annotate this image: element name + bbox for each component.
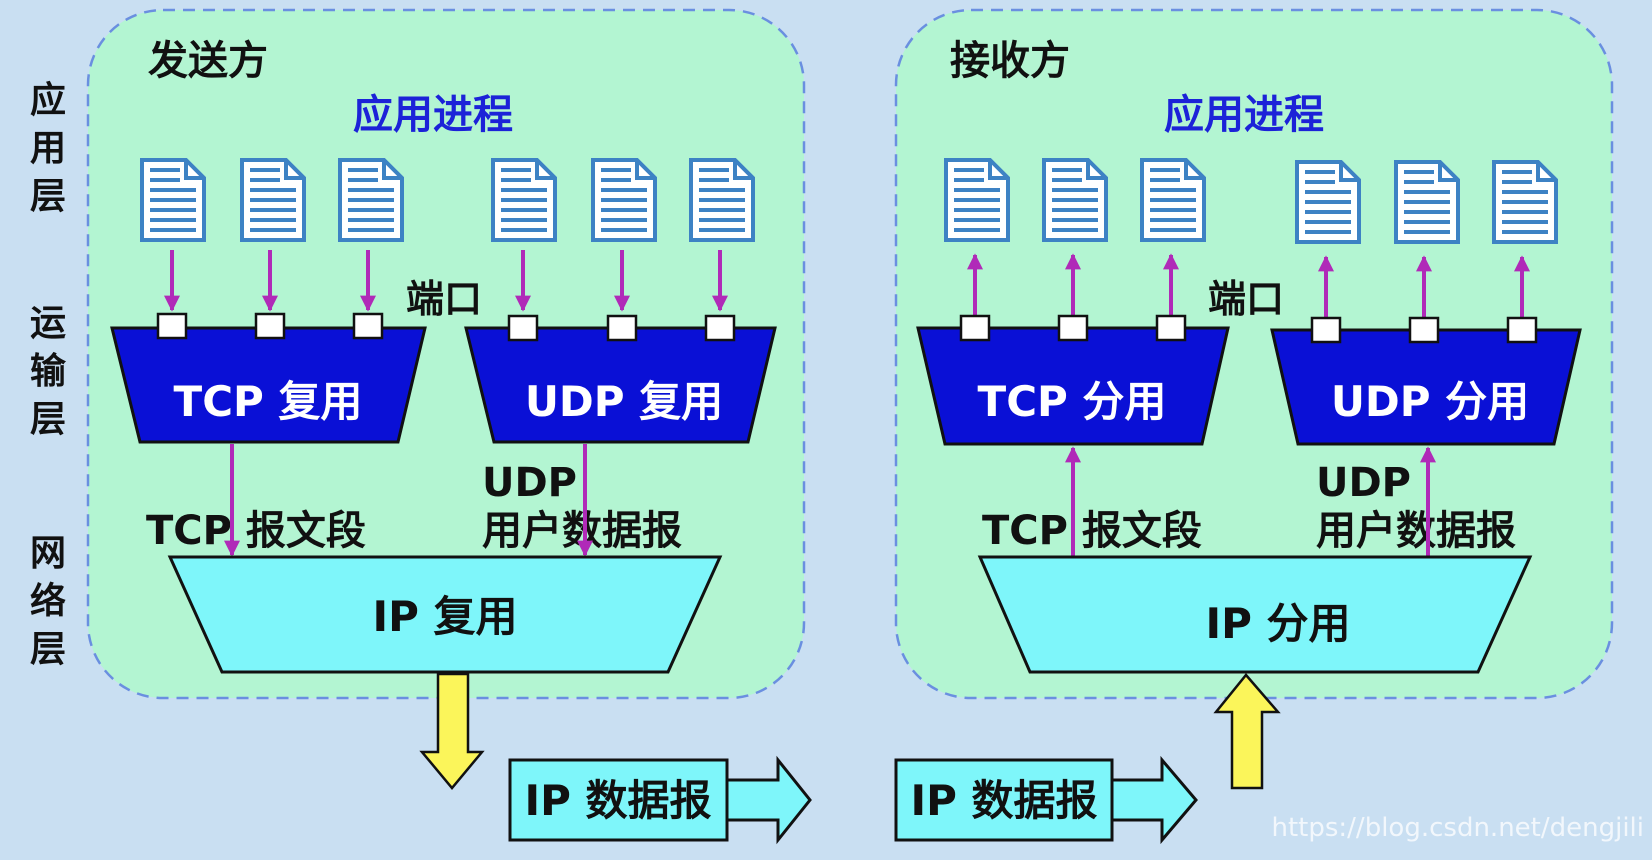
sender-app-process-label: 应用进程 xyxy=(353,92,513,138)
sender-datagram-flow-arrow xyxy=(725,755,812,845)
port-square xyxy=(959,314,991,342)
document-icon xyxy=(1295,160,1361,244)
port-square xyxy=(1057,314,1089,342)
port-square xyxy=(507,314,539,342)
ip-demux-box xyxy=(977,555,1533,674)
port-square xyxy=(1408,316,1440,344)
receiver-panel: 接收方 应用进程 端口 TCP 分用 UDP 分用 xyxy=(894,8,1614,700)
receiver-port-label: 端口 xyxy=(1208,277,1284,321)
udp-mux-box xyxy=(464,326,777,444)
tcp-demux-label: TCP 分用 xyxy=(978,377,1167,426)
layer-network-label: 网络层 xyxy=(30,533,66,670)
receiver-udp-line2: 用户数据报 xyxy=(1316,508,1516,554)
sender-udp-line1: UDP xyxy=(482,460,577,506)
receiver-title: 接收方 xyxy=(950,38,1070,84)
receiver-tcp-segment-label: TCP 报文段 xyxy=(982,508,1202,554)
udp-mux-label: UDP 复用 xyxy=(525,377,723,426)
port-square xyxy=(254,312,286,340)
layer-transport-label: 运输层 xyxy=(30,303,67,440)
ip-output-arrow xyxy=(419,672,485,790)
ip-mux-box xyxy=(167,555,723,674)
port-square xyxy=(352,312,384,340)
udp-demux-label: UDP 分用 xyxy=(1331,377,1529,426)
receiver-datagram-flow-arrow xyxy=(1110,755,1198,845)
document-icon xyxy=(944,158,1010,242)
ip-input-arrow xyxy=(1213,673,1281,790)
sender-panel: 发送方 应用进程 端口 TCP 复用 UDP 复用 xyxy=(86,8,806,700)
sender-title: 发送方 xyxy=(148,38,268,84)
sender-udp-line2: 用户数据报 xyxy=(482,508,682,554)
watermark: https://blog.csdn.net/dengjili xyxy=(1272,813,1645,843)
document-icon xyxy=(1042,158,1108,242)
tcp-mux-label: TCP 复用 xyxy=(174,377,363,426)
layer-application-label: 应用层 xyxy=(30,80,66,217)
receiver-ip-datagram-label: IP 数据报 xyxy=(910,776,1097,825)
port-square xyxy=(704,314,736,342)
document-icon xyxy=(689,158,755,242)
document-icon xyxy=(140,158,206,242)
ip-demux-label: IP 分用 xyxy=(1205,599,1350,648)
port-square xyxy=(1506,316,1538,344)
document-icon xyxy=(1140,158,1206,242)
sender-ip-datagram: IP 数据报 xyxy=(508,755,812,845)
port-square xyxy=(156,312,188,340)
document-icon xyxy=(240,158,306,242)
receiver-app-process-label: 应用进程 xyxy=(1164,92,1324,138)
receiver-ip-datagram: IP 数据报 xyxy=(894,755,1198,845)
port-square xyxy=(606,314,638,342)
sender-port-label: 端口 xyxy=(406,277,482,321)
sender-tcp-segment-label: TCP 报文段 xyxy=(146,508,366,554)
ip-mux-label: IP 复用 xyxy=(372,592,517,641)
document-icon xyxy=(591,158,657,242)
document-icon xyxy=(338,158,404,242)
tcp-mux-box xyxy=(110,326,427,444)
document-icon xyxy=(491,158,557,242)
sender-ip-datagram-label: IP 数据报 xyxy=(524,776,711,825)
receiver-udp-line1: UDP xyxy=(1316,460,1411,506)
document-icon xyxy=(1492,160,1558,244)
port-square xyxy=(1310,316,1342,344)
document-icon xyxy=(1394,160,1460,244)
udp-demux-box xyxy=(1270,328,1582,446)
tcp-demux-box xyxy=(916,326,1230,446)
port-square xyxy=(1155,314,1187,342)
